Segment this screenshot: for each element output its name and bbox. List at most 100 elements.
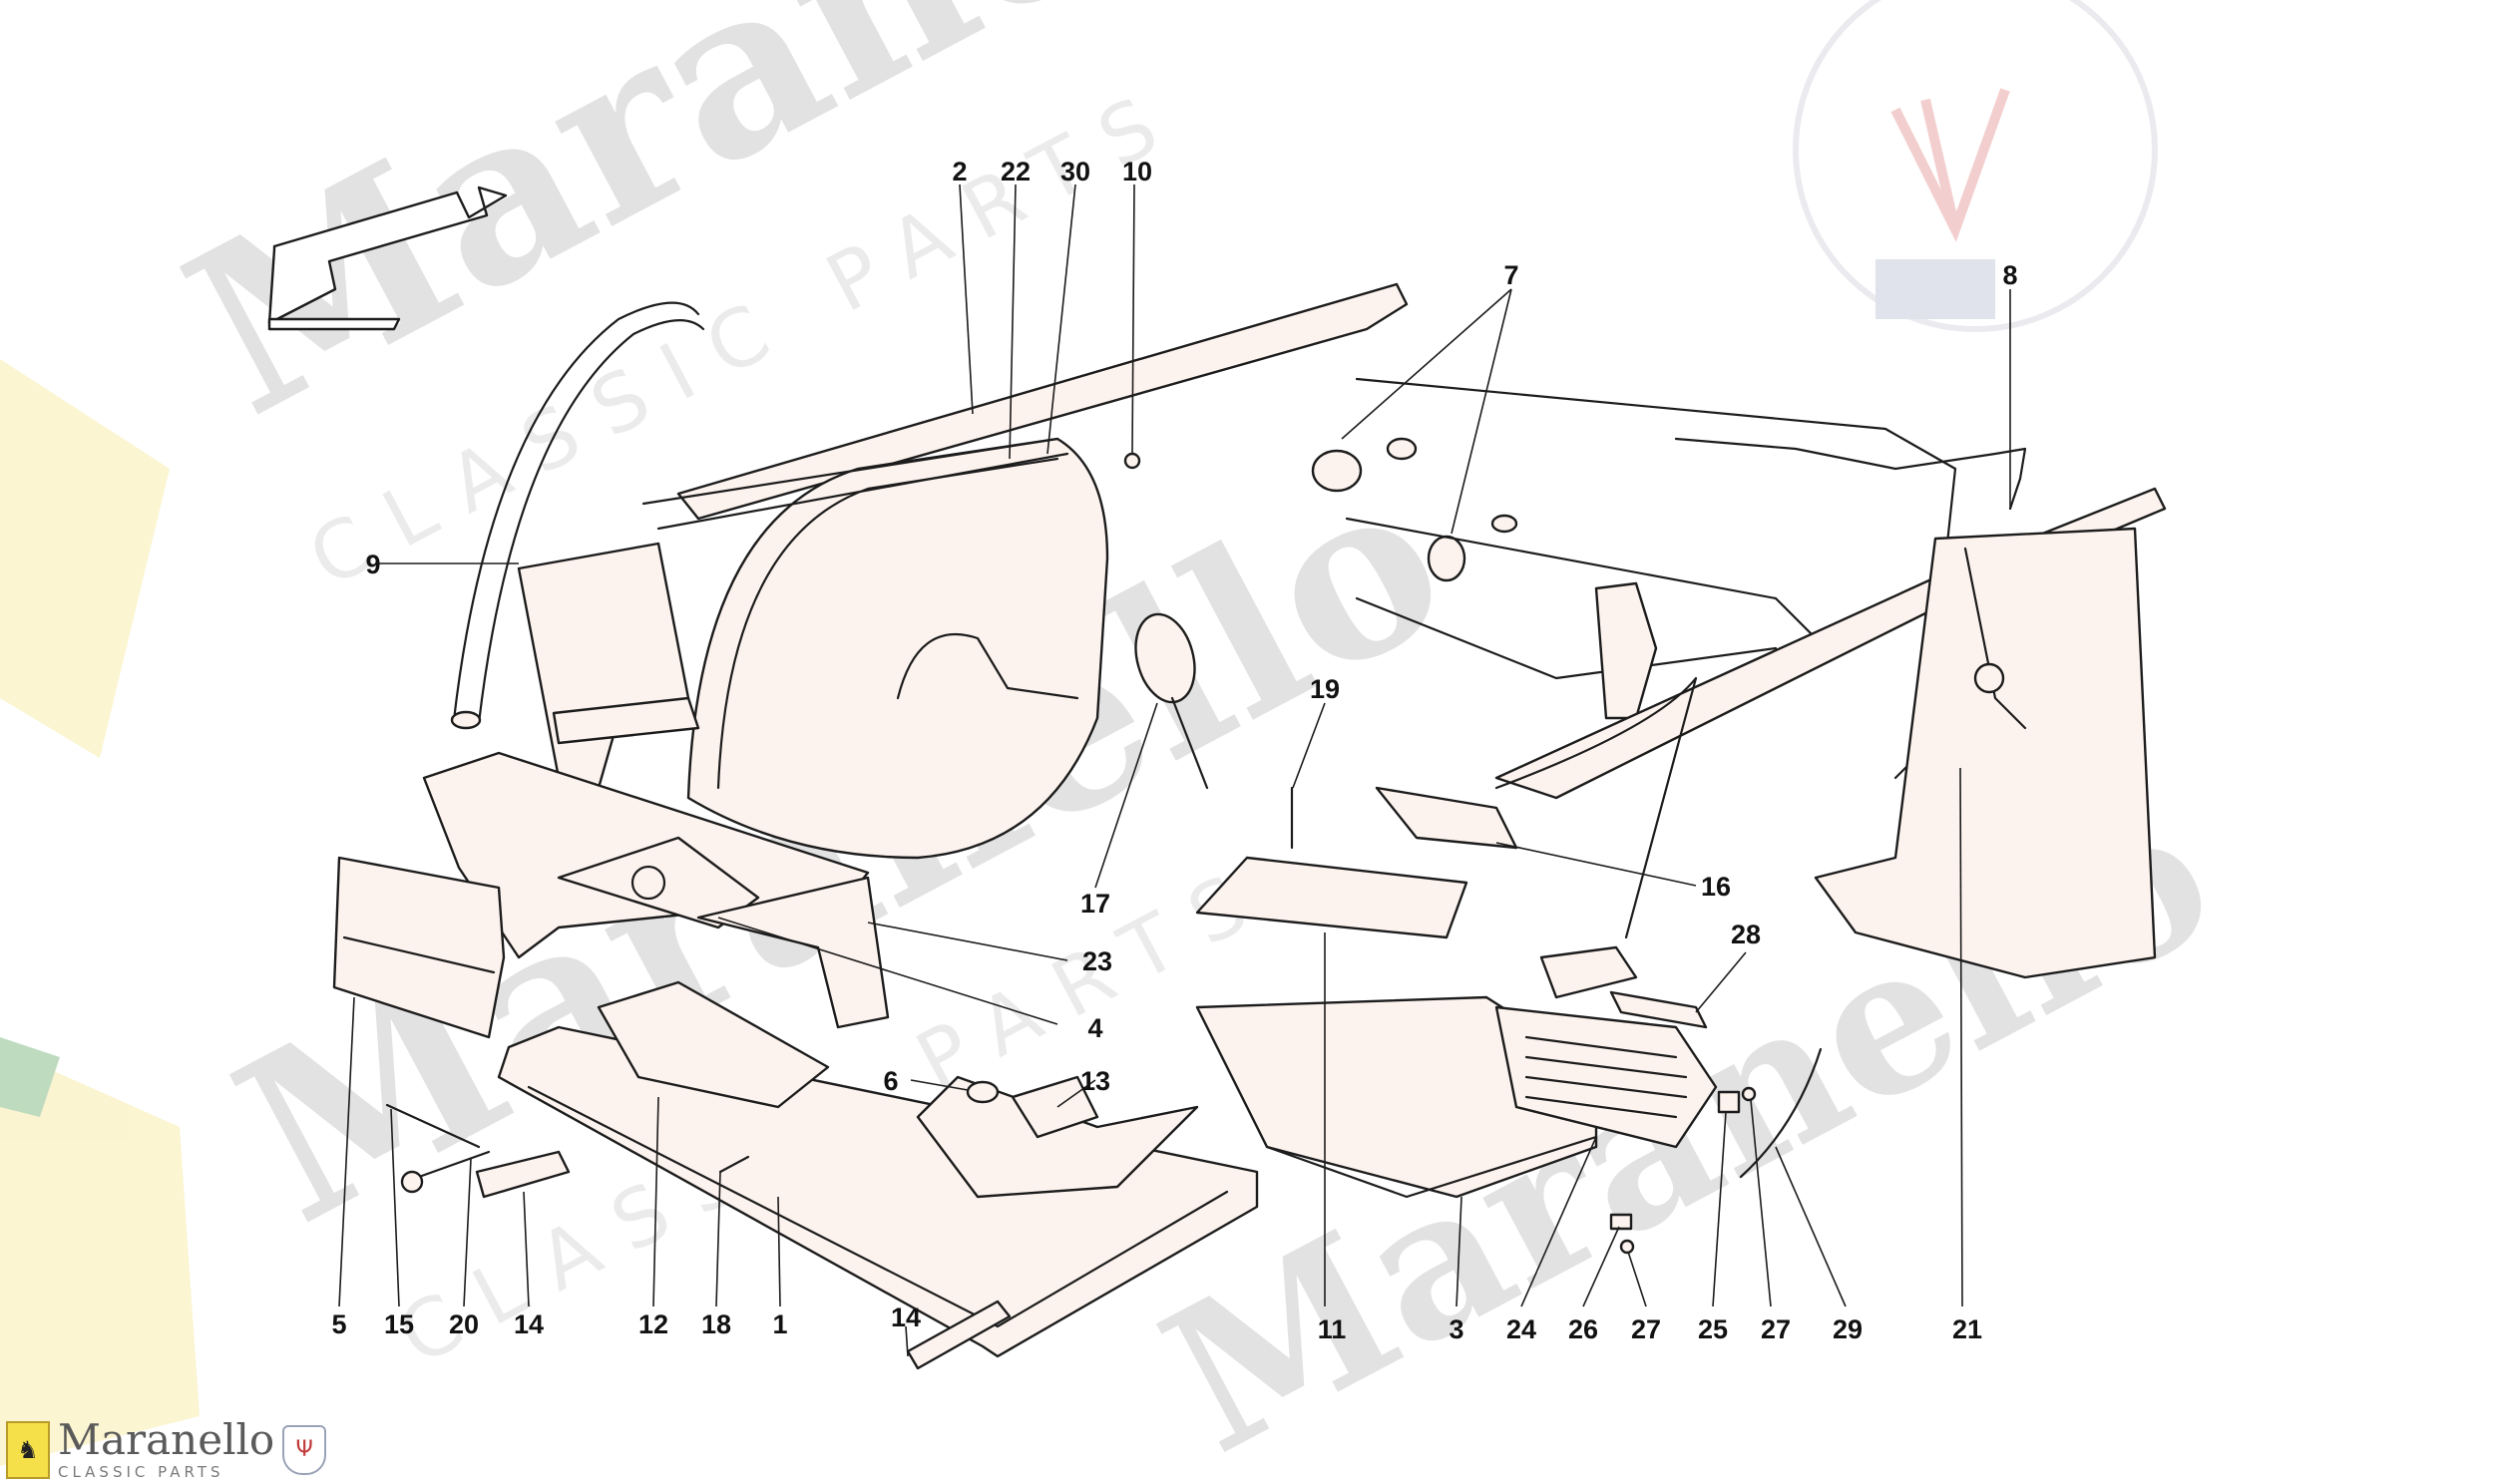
part-left-vertical-panel: [332, 856, 506, 1039]
part-floor-plate: [557, 836, 760, 929]
leader-17: [1094, 702, 1158, 889]
brand-logo: ♞ Maranello CLASSIC PARTS Ψ: [6, 1419, 327, 1480]
callout-14-bottom: 14: [891, 1302, 921, 1332]
callout-14-left: 14: [514, 1309, 544, 1339]
callout-24: 24: [1506, 1314, 1536, 1344]
leader-16: [1495, 842, 1697, 887]
part-seal-strip-end: [450, 710, 482, 730]
callout-5: 5: [331, 1309, 346, 1339]
part-small-grille: [1609, 990, 1708, 1029]
leader-14a: [523, 1191, 530, 1307]
part-wheelhouse-arch-edge: [716, 457, 1059, 790]
part-right-tall-panel: [1814, 527, 2157, 979]
callout-16: 16: [1701, 872, 1731, 902]
callout-13: 13: [1080, 1066, 1110, 1096]
part-subframe-gusset: [916, 1075, 1199, 1199]
leader-3: [1456, 1196, 1462, 1307]
part-rubber-mount: [966, 1080, 1000, 1104]
part-small-screw: [1619, 1239, 1635, 1255]
part-large-grommet: [1311, 449, 1363, 493]
callout-25: 25: [1698, 1314, 1728, 1344]
leader-18: [715, 1171, 721, 1307]
part-subframe-bracket: [597, 980, 830, 1109]
prancing-horse-shield-icon: ♞: [6, 1420, 50, 1479]
part-rod: [385, 1103, 481, 1149]
callout-1: 1: [772, 1309, 787, 1339]
callout-9: 9: [365, 550, 380, 579]
part-small-bolt: [718, 1155, 750, 1174]
leader-22: [1009, 184, 1017, 460]
watermark-badge-icon: [1793, 0, 2158, 332]
callout-3: 3: [1449, 1314, 1463, 1344]
part-left-panel-rib: [342, 935, 496, 974]
callout-30: 30: [1060, 157, 1090, 186]
leader-14b: [905, 1325, 909, 1357]
part-pin: [417, 1150, 491, 1179]
leader-1: [777, 1196, 781, 1307]
part-grommet-strap: [1170, 696, 1209, 790]
part-rear-frame-lower: [1355, 596, 1778, 680]
callout-8: 8: [2002, 260, 2017, 290]
part-right-subframe-rail: [1265, 1135, 1598, 1199]
part-seal-strip-inner: [477, 319, 705, 725]
callout-29: 29: [1833, 1314, 1863, 1344]
leader-7b: [1451, 288, 1512, 535]
brand-subtitle: CLASSIC PARTS: [58, 1463, 224, 1481]
leader-5: [338, 996, 355, 1307]
leader-24: [1520, 1136, 1597, 1307]
callout-10: 10: [1122, 157, 1152, 186]
part-upper-rail: [676, 282, 1409, 521]
part-tube-bottom: [906, 1299, 1012, 1370]
callout-20: 20: [449, 1309, 479, 1339]
leader-10: [1131, 184, 1135, 455]
leader-21: [1959, 767, 1963, 1307]
leader-6: [910, 1079, 969, 1091]
part-wire-harness: [1674, 437, 2027, 511]
part-grille-slots: [1524, 1035, 1688, 1119]
leader-25: [1712, 1111, 1727, 1307]
part-right-arch-edge: [1494, 676, 1698, 939]
trident-badge-icon: Ψ: [282, 1424, 327, 1475]
leader-20: [463, 1158, 472, 1307]
part-seal-strip: [452, 301, 700, 722]
callout-12: 12: [638, 1309, 668, 1339]
callout-19: 19: [1310, 674, 1340, 704]
part-wheelhouse-panel: [686, 437, 1109, 860]
callout-22: 22: [1001, 157, 1031, 186]
part-left-pillar-bracket: [517, 542, 690, 790]
callout-18: 18: [701, 1309, 731, 1339]
brand-name: Maranello: [58, 1415, 275, 1464]
callout-26: 26: [1568, 1314, 1598, 1344]
part-upper-bracket-plate: [1375, 786, 1518, 850]
part-floor-plate-hole: [630, 865, 666, 901]
watermark-shield-icon: [0, 359, 200, 1466]
callout-11: 11: [1318, 1314, 1347, 1344]
part-large-grommet-cap: [1386, 437, 1418, 461]
part-wheelhouse-recess: [896, 633, 1079, 700]
leader-28: [1695, 951, 1747, 1013]
callout-2: 2: [952, 157, 967, 186]
part-right-panel-hole: [1973, 662, 2005, 694]
callout-27-left: 27: [1631, 1314, 1661, 1344]
part-screw: [1123, 452, 1141, 470]
callout-7: 7: [1503, 260, 1518, 290]
part-flat-plate: [1195, 856, 1468, 939]
leader-13: [1056, 1079, 1096, 1108]
brand-wordmark: Maranello CLASSIC PARTS: [58, 1419, 274, 1480]
part-grommet: [1134, 612, 1196, 704]
part-right-panel-fold: [1963, 547, 2027, 730]
leader-26: [1582, 1226, 1620, 1307]
part-clip: [1717, 1090, 1741, 1114]
part-hose: [1739, 1047, 1823, 1179]
callout-23: 23: [1082, 946, 1112, 976]
part-tube-left: [475, 1150, 571, 1199]
part-subframe-rail: [527, 1085, 1229, 1328]
leader-23: [867, 922, 1068, 961]
leader-lines: [338, 184, 2011, 1357]
part-small-grommet: [1427, 535, 1466, 582]
callout-6: 6: [883, 1066, 898, 1096]
part-thin-rail-a: [641, 437, 1059, 506]
leader-2: [959, 184, 974, 415]
